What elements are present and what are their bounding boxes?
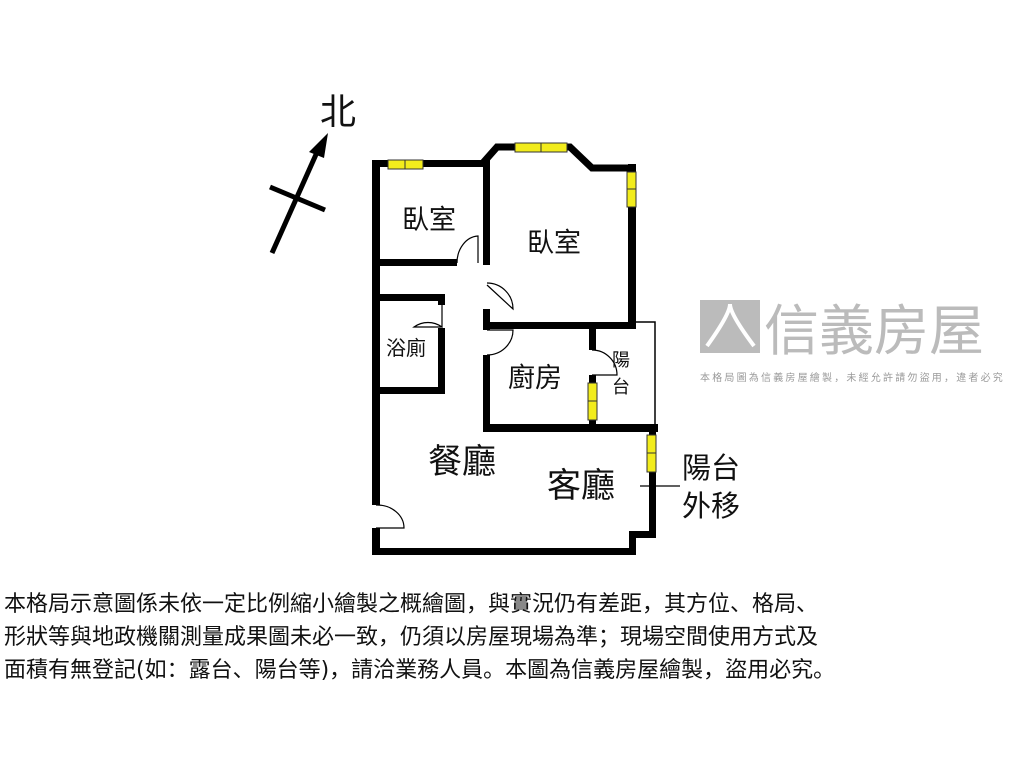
door-kitchen [486, 329, 514, 356]
watermark-logo: 信義房屋 本格局圖為信義房屋繪製，未經允許請勿盜用，違者必究 [700, 299, 1005, 384]
balcony-note-line1: 陽台 [682, 451, 740, 485]
windows [387, 142, 657, 473]
room-bedroom-small: 臥室 [402, 205, 456, 236]
room-bathroom: 浴廁 [386, 336, 426, 360]
disclaimer: 本格局示意圖係未依一定比例縮小繪製之概繪圖，與實況仍有差距，其方位、格局、 形狀… [4, 588, 1024, 687]
room-kitchen: 廚房 [508, 363, 562, 394]
disclaimer-line-1: 本格局示意圖係未依一定比例縮小繪製之概繪圖，與實況仍有差距，其方位、格局、 [4, 592, 819, 617]
doors [375, 235, 680, 529]
room-balcony-2: 台 [612, 377, 630, 398]
disclaimer-line-3: 面積有無登記(如：露台、陽台等)，請洽業務人員。本圖為信義房屋繪製，盜用必究。 [4, 658, 836, 683]
door-bathroom [412, 305, 443, 329]
door-bedroom-large [486, 282, 514, 311]
room-balcony-1: 陽 [612, 350, 630, 371]
room-bedroom-large: 臥室 [527, 228, 581, 259]
north-label: 北 [320, 92, 356, 133]
disclaimer-line-2: 形狀等與地政機關測量成果圖未必一致，仍須以房屋現場為準；現場空間使用方式及 [4, 625, 819, 650]
room-dining: 餐廳 [428, 442, 496, 482]
watermark-notice: 本格局圖為信義房屋繪製，未經允許請勿盜用，違者必究 [700, 371, 1005, 384]
watermark-logo-text: 信義房屋 [764, 299, 984, 363]
door-balcony [591, 349, 618, 376]
north-arrow-icon [269, 133, 328, 255]
room-living: 客廳 [547, 466, 615, 506]
door-entrance [375, 504, 405, 529]
door-bedroom-small [456, 235, 479, 264]
balcony-note-line2: 外移 [682, 489, 740, 523]
